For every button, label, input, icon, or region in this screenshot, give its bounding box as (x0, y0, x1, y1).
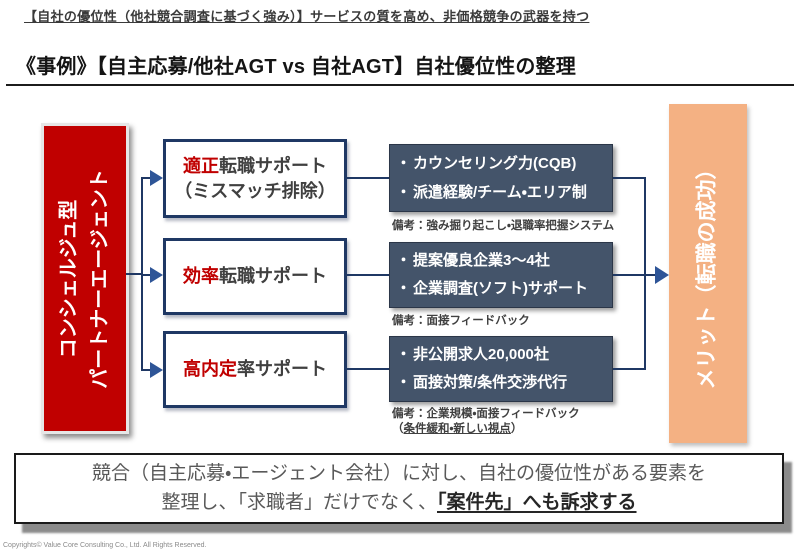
slide-title: 《事例》【自主応募/他社AGT vs 自社AGT】自社優位性の整理 (16, 56, 576, 78)
feature-text: 企業調査(ソフト)サポート (413, 280, 589, 298)
support-title-highlight: 高内定 (183, 359, 237, 380)
remark-paren-close: ） (510, 423, 523, 435)
connector-line (347, 368, 389, 370)
feature-text: 面接対策/条件交渉代行 (413, 374, 568, 392)
support-title-highlight: 適正 (183, 156, 219, 177)
conclusion-line2: 整理し、「求職者」だけでなく、「案件先」へも訴求する (161, 489, 636, 518)
connector-line (613, 368, 644, 370)
bullet-icon: ・ (396, 346, 412, 364)
conclusion-emphasis: 「案件先」へも訴求する (437, 491, 637, 513)
support-title: 適正転職サポート (183, 154, 327, 178)
connector-line (347, 177, 389, 179)
connector-line (613, 177, 644, 179)
support-box-fit: 適正転職サポート （ミスマッチ排除） (163, 139, 347, 218)
remark-note: 備考：強み掘り起こし・退職率把握システム (392, 220, 615, 232)
remark-paren-open: （ (392, 423, 404, 435)
support-box-efficiency: 効率転職サポート (163, 238, 347, 315)
arrow-right-icon (150, 267, 163, 283)
conclusion-line2-text: 整理し、「求職者」だけでなく、 (161, 491, 437, 513)
remark-note: 備考：企業規模・面接フィードバック （条件緩和・新しい視点） (392, 407, 580, 437)
feature-item: ・カウンセリング力(CQB) (396, 154, 606, 174)
feature-text: カウンセリング力(CQB) (413, 154, 577, 172)
connector-line (126, 273, 142, 275)
bullet-icon: ・ (396, 374, 412, 392)
support-box-high-offer: 高内定率サポート (163, 331, 347, 408)
connector-line (143, 369, 151, 371)
feature-text: 派遣経験/チーム・エリア制 (413, 183, 587, 201)
connector-line (644, 177, 646, 370)
support-title-rest: 率サポート (237, 359, 327, 380)
bullet-icon: ・ (396, 252, 412, 270)
bullet-icon: ・ (396, 183, 412, 201)
conclusion-line1: 競合（自主応募・エージェント会社）に対し、自社の優位性がある要素を (91, 463, 707, 484)
merit-pillar: メリット（転職の成功） (669, 104, 747, 443)
feature-text: 提案優良企業3～4社 (413, 252, 550, 270)
title-divider (6, 84, 794, 86)
feature-text: 非公開求人20,000社 (413, 346, 549, 364)
merit-pillar-label: メリット（転職の成功） (695, 158, 719, 389)
concierge-pillar-line2: パートナーエージェント (89, 168, 111, 389)
support-title: 高内定率サポート (183, 357, 327, 381)
connector-line (613, 274, 644, 276)
connector-line (143, 274, 151, 276)
slide-top-note: 【自社の優位性（他社競合調査に基づく強み）】サービスの質を高め、非価格競争の武器… (24, 9, 590, 24)
feature-item: ・提案優良企業3～4社 (396, 251, 606, 271)
feature-item: ・非公開求人20,000社 (396, 345, 606, 365)
support-title-rest: 転職サポート (219, 156, 327, 177)
arrow-right-icon (655, 266, 669, 284)
concierge-pillar-label: コンシェルジュ型 パートナーエージェント (54, 169, 116, 389)
bullet-icon: ・ (396, 154, 412, 172)
support-title-rest: 転職サポート (219, 266, 327, 287)
feature-item: ・面接対策/条件交渉代行 (396, 373, 606, 393)
feature-box-counseling: ・カウンセリング力(CQB) ・派遣経験/チーム・エリア制 (389, 144, 613, 212)
remark-note-line2: （条件緩和・新しい視点） (392, 422, 580, 437)
feature-item: ・企業調査(ソフト)サポート (396, 279, 606, 299)
connector-line (646, 274, 656, 276)
connector-line (141, 177, 143, 371)
remark-underlined-text: 条件緩和・新しい視点 (403, 423, 511, 435)
connector-line (143, 177, 151, 179)
remark-note: 備考：面接フィードバック (392, 315, 530, 327)
feature-box-proposal: ・提案優良企業3～4社 ・企業調査(ソフト)サポート (389, 242, 613, 308)
copyright-footer: Copyrights© Value Core Consulting Co., L… (3, 542, 207, 549)
feature-box-jobs: ・非公開求人20,000社 ・面接対策/条件交渉代行 (389, 336, 613, 402)
feature-item: ・派遣経験/チーム・エリア制 (396, 183, 606, 203)
arrow-right-icon (150, 170, 163, 186)
conclusion-box: 競合（自主応募・エージェント会社）に対し、自社の優位性がある要素を 整理し、「求… (14, 453, 784, 524)
arrow-right-icon (150, 362, 163, 378)
concierge-pillar: コンシェルジュ型 パートナーエージェント (41, 123, 129, 434)
support-subtitle: （ミスマッチ排除） (174, 180, 336, 201)
concierge-pillar-line1: コンシェルジュ型 (58, 199, 80, 358)
remark-note-line1: 備考：企業規模・面接フィードバック (392, 408, 580, 420)
bullet-icon: ・ (396, 280, 412, 298)
support-title: 効率転職サポート (183, 264, 327, 288)
connector-line (347, 274, 389, 276)
support-title-highlight: 効率 (183, 266, 219, 287)
